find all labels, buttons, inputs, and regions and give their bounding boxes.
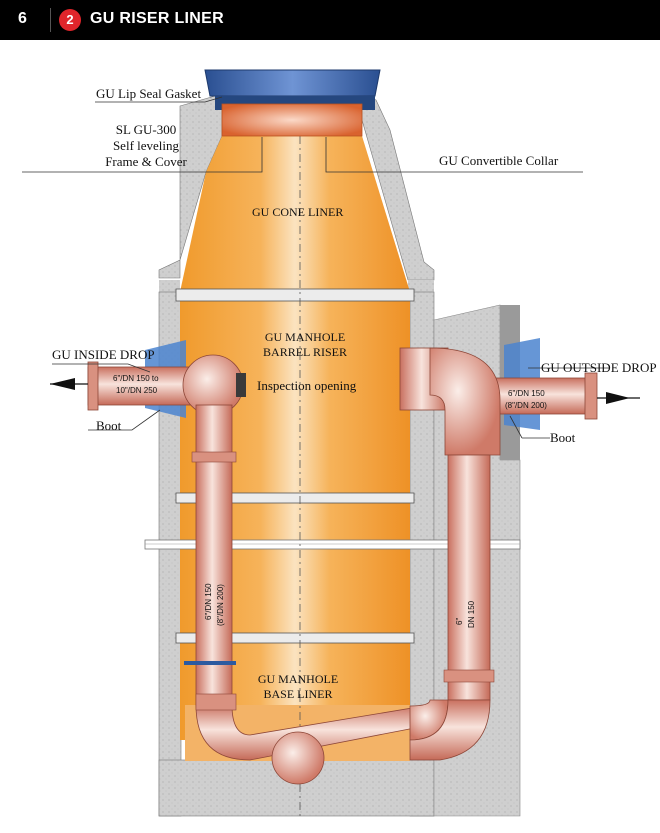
header-divider [50,8,51,32]
outside-inlet-size-1: 6"/DN 150 [508,389,545,398]
barrel-riser-label: GU MANHOLE BARREL RISER [240,330,370,360]
base-liner-line-1: GU MANHOLE [257,672,339,686]
chapter-badge: 2 [59,9,81,31]
barrel-riser-line-1: GU MANHOLE [264,330,346,344]
boot-left-label: Boot [96,418,122,433]
flow-arrows [50,378,640,404]
frame-cover-line-2: Self leveling [112,138,180,153]
manhole-diagram [22,69,640,820]
outside-drop-label: GU OUTSIDE DROP [541,360,657,375]
base-liner-label: GU MANHOLE BASE LINER [238,672,358,702]
leader-lines [22,96,610,439]
frame-cover-label: SL GU-300 Self leveling Frame & Cover [86,122,206,170]
inside-riser-size-1: 6"/DN 150 [204,583,213,620]
frame-and-cover [204,69,381,137]
inside-inlet-size-2: 10"/DN 250 [116,386,158,395]
inspection-opening-label: Inspection opening [257,378,357,393]
outside-riser-size-2: DN 150 [467,600,476,628]
lip-seal-gasket-label: GU Lip Seal Gasket [96,86,202,101]
outside-inlet-size-2: (8"/DN 200) [505,401,547,410]
inside-drop-label: GU INSIDE DROP [52,347,155,362]
boot-right-label: Boot [550,430,576,445]
outside-drop-assembly [399,338,598,761]
base-liner-line-2: BASE LINER [263,687,333,701]
barrel-riser-line-2: BARREL RISER [263,345,347,359]
section-title: GU RISER LINER [90,10,224,27]
page-header: 6 2 GU RISER LINER [0,0,660,40]
inside-riser-size-2: (8"/DN 200) [216,584,225,626]
inside-drop-assembly [87,340,431,785]
convertible-collar-label: GU Convertible Collar [439,153,559,168]
frame-cover-line-1: SL GU-300 [115,122,177,137]
inside-inlet-size-1: 6"/DN 150 to [113,374,159,383]
page-number: 6 [18,10,27,27]
cone-liner-label: GU CONE LINER [252,205,344,219]
outside-riser-size-1: 6" [455,617,464,625]
frame-cover-line-3: Frame & Cover [105,154,187,169]
